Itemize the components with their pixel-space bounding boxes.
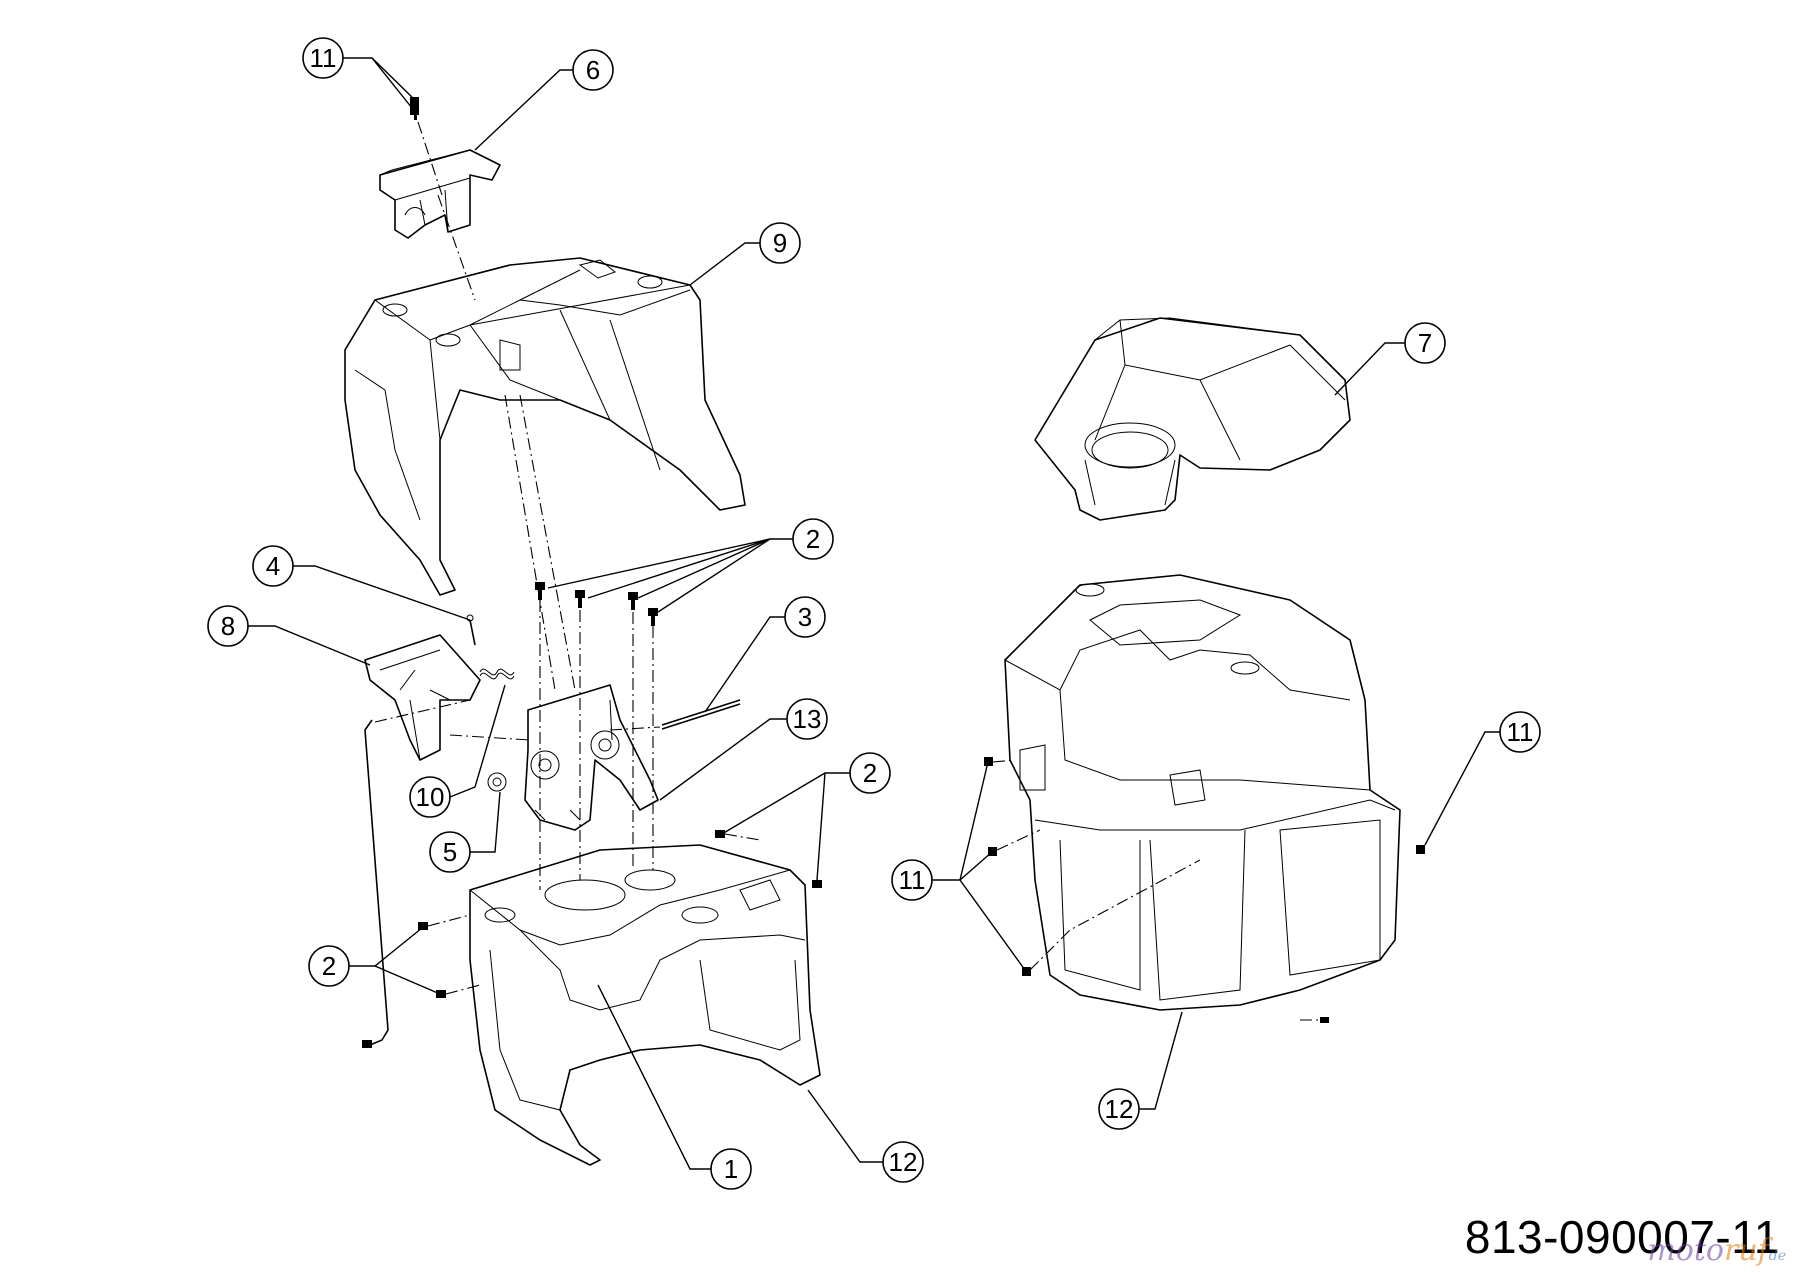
svg-text:8: 8 — [221, 611, 235, 641]
watermark-suffix: de — [1768, 1248, 1786, 1264]
callout-2-middle: 2 — [849, 752, 891, 794]
part-2-screws-top — [535, 582, 658, 626]
callout-3: 3 — [784, 596, 826, 638]
callout-2-upper: 2 — [792, 518, 834, 560]
part-1-lower-console — [469, 844, 821, 1166]
part-3-rod — [661, 699, 741, 730]
svg-text:11: 11 — [1507, 717, 1534, 747]
svg-text:6: 6 — [586, 55, 600, 85]
svg-text:12: 12 — [1105, 1094, 1134, 1124]
svg-text:7: 7 — [1418, 328, 1432, 358]
callout-11-left-group: 11 — [891, 859, 933, 901]
svg-text:2: 2 — [806, 524, 820, 554]
svg-text:13: 13 — [793, 704, 822, 734]
part-11-screw-top — [410, 97, 419, 120]
part-2-screws-lower-right — [715, 830, 822, 888]
part-5-washer — [487, 772, 507, 792]
part-6-bracket — [379, 149, 501, 239]
part-8-bracket — [364, 634, 481, 761]
callout-12-right: 12 — [1098, 1088, 1140, 1130]
part-2-screws-lower-left — [418, 922, 446, 998]
svg-text:2: 2 — [863, 758, 877, 788]
watermark-part1: moto — [1647, 1233, 1724, 1268]
callout-4: 4 — [252, 545, 294, 587]
callout-1: 1 — [710, 1148, 752, 1190]
callout-10: 10 — [409, 776, 451, 818]
part-code: 813-090007-11 — [1464, 1211, 1780, 1263]
callout-2-lower: 2 — [308, 945, 350, 987]
svg-text:11: 11 — [899, 865, 926, 895]
svg-text:9: 9 — [773, 228, 787, 258]
svg-text:10: 10 — [416, 782, 445, 812]
callout-8: 8 — [207, 605, 249, 647]
svg-text:5: 5 — [443, 837, 457, 867]
svg-text:12: 12 — [889, 1147, 918, 1177]
part-10-spring — [479, 668, 515, 680]
callout-5: 5 — [429, 831, 471, 873]
watermark-part2: ruf — [1723, 1233, 1769, 1268]
svg-text:3: 3 — [798, 602, 812, 632]
callout-13: 13 — [786, 698, 828, 740]
part-7-cover — [1034, 317, 1351, 521]
callout-7: 7 — [1404, 322, 1446, 364]
svg-text:1: 1 — [724, 1154, 738, 1184]
part-12-large-housing — [1004, 574, 1401, 1011]
part-9-dash-housing — [344, 257, 746, 596]
callout-leaders — [248, 57, 1500, 1170]
callout-9: 9 — [759, 222, 801, 264]
callout-11-top: 11 — [302, 37, 344, 79]
svg-text:4: 4 — [266, 551, 280, 581]
watermark-logo: motorufde — [1647, 1233, 1786, 1268]
control-rod — [362, 719, 389, 1048]
part-4-pin — [466, 614, 476, 646]
callout-12-lower: 12 — [882, 1141, 924, 1183]
callout-6: 6 — [572, 49, 614, 91]
callout-11-right: 11 — [1499, 711, 1541, 753]
svg-text:11: 11 — [310, 43, 337, 73]
part-13-bracket — [524, 684, 659, 831]
svg-text:2: 2 — [322, 951, 336, 981]
